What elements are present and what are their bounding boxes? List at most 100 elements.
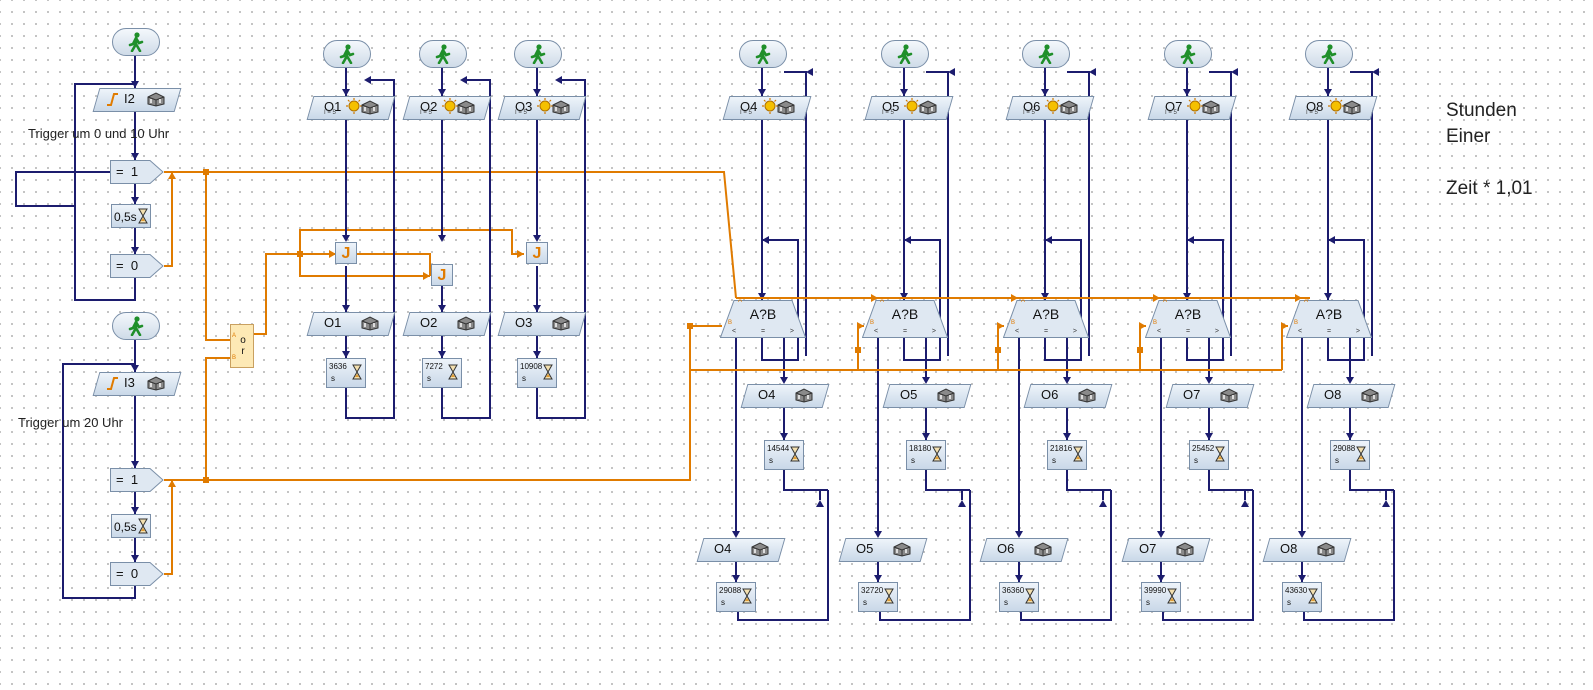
delay-col-1-unit: s bbox=[331, 374, 335, 383]
output-left-4[interactable]: O4 bbox=[696, 538, 786, 562]
output-eq: = bbox=[1185, 328, 1191, 335]
title-line-1: Stunden bbox=[1446, 100, 1517, 121]
arrow-chain-a-2 bbox=[1153, 294, 1160, 302]
block-shape bbox=[497, 312, 587, 336]
arrow-c3-2 bbox=[533, 235, 541, 242]
lamp-col-2-label: O2 bbox=[420, 99, 438, 114]
output-col-3[interactable]: O3 bbox=[497, 312, 587, 336]
port-b: B bbox=[1011, 320, 1016, 326]
jk-col-3[interactable]: J bbox=[526, 242, 548, 264]
delay-col-1[interactable]: 3636 s bbox=[326, 358, 366, 388]
branch-b-eq0[interactable]: = 0 bbox=[110, 562, 164, 586]
arrow-d5-1 bbox=[900, 89, 908, 96]
output-left-6[interactable]: O6 bbox=[979, 538, 1069, 562]
delay-col-2-unit: s bbox=[427, 374, 431, 383]
output-right-7[interactable]: O7 bbox=[1165, 384, 1255, 408]
hourglass-icon bbox=[1215, 446, 1225, 464]
start-trigger-a[interactable] bbox=[112, 28, 160, 56]
start-col-6[interactable] bbox=[1022, 40, 1070, 68]
output-col-1[interactable]: O1 bbox=[306, 312, 396, 336]
start-col-7[interactable] bbox=[1164, 40, 1212, 68]
jk-col-2[interactable]: J bbox=[431, 264, 453, 286]
start-col-1[interactable] bbox=[323, 40, 371, 68]
actuator-icon bbox=[892, 541, 912, 557]
wait-a[interactable]: 0,5s bbox=[111, 204, 151, 228]
signal-b-eq0 bbox=[164, 480, 173, 575]
wait-b[interactable]: 0,5s bbox=[111, 514, 151, 538]
output-lt: < bbox=[732, 328, 737, 335]
actuator-icon bbox=[1201, 99, 1221, 115]
arrow-d6-l2 bbox=[1015, 575, 1023, 582]
output-right-6[interactable]: O6 bbox=[1023, 384, 1113, 408]
or-gate-label: o r bbox=[240, 335, 246, 357]
output-right-8[interactable]: O8 bbox=[1306, 384, 1396, 408]
branch-a-eq0[interactable]: = 0 bbox=[110, 254, 164, 278]
delay-right-5-value: 18180 bbox=[909, 444, 932, 453]
delay-left-8-value: 43630 bbox=[1285, 586, 1308, 595]
arrow-d6-gt bbox=[1063, 377, 1071, 384]
arrow-c1-4 bbox=[342, 351, 350, 358]
delay-col-1-value: 3636 bbox=[329, 362, 347, 371]
start-col-8[interactable] bbox=[1305, 40, 1353, 68]
output-right-5[interactable]: O5 bbox=[882, 384, 972, 408]
jk-col-1[interactable]: J bbox=[335, 242, 357, 264]
start-trigger-b[interactable] bbox=[112, 312, 160, 340]
flow-d7-eq bbox=[1186, 239, 1224, 361]
output-left-8[interactable]: O8 bbox=[1262, 538, 1352, 562]
output-col-2[interactable]: O2 bbox=[402, 312, 492, 336]
actuator-icon bbox=[1077, 387, 1097, 403]
start-col-3[interactable] bbox=[514, 40, 562, 68]
arrow-a2 bbox=[131, 153, 139, 160]
delay-left-5-unit: s bbox=[863, 598, 867, 607]
start-col-4[interactable] bbox=[739, 40, 787, 68]
output-left-7[interactable]: O7 bbox=[1121, 538, 1211, 562]
branch-b-eq1[interactable]: = 1 bbox=[110, 468, 164, 492]
branch-b-eq0-label: = 0 bbox=[116, 566, 139, 581]
note-trigger-20: Trigger um 20 Uhr bbox=[18, 415, 123, 430]
output-gt: > bbox=[1072, 328, 1077, 335]
delay-right-6-value: 21816 bbox=[1050, 444, 1073, 453]
input-i3[interactable]: I3 bbox=[92, 372, 182, 396]
actuator-icon bbox=[1175, 541, 1195, 557]
start-col-5[interactable] bbox=[881, 40, 929, 68]
output-right-4[interactable]: O4 bbox=[740, 384, 830, 408]
start-col-2[interactable] bbox=[419, 40, 467, 68]
branch-a-eq0-label: = 0 bbox=[116, 258, 139, 273]
port-b: B bbox=[1153, 320, 1158, 326]
block-shape bbox=[696, 538, 786, 562]
input-i2[interactable]: I2 bbox=[92, 88, 182, 112]
arrow-d5-r2 bbox=[922, 433, 930, 440]
output-left-5[interactable]: O5 bbox=[838, 538, 928, 562]
branch-a-eq1[interactable]: = 1 bbox=[110, 160, 164, 184]
flow-b-loop bbox=[62, 363, 136, 599]
lamp-icon bbox=[1187, 98, 1203, 114]
junction-or bbox=[297, 251, 303, 257]
start-man-icon bbox=[128, 316, 144, 337]
